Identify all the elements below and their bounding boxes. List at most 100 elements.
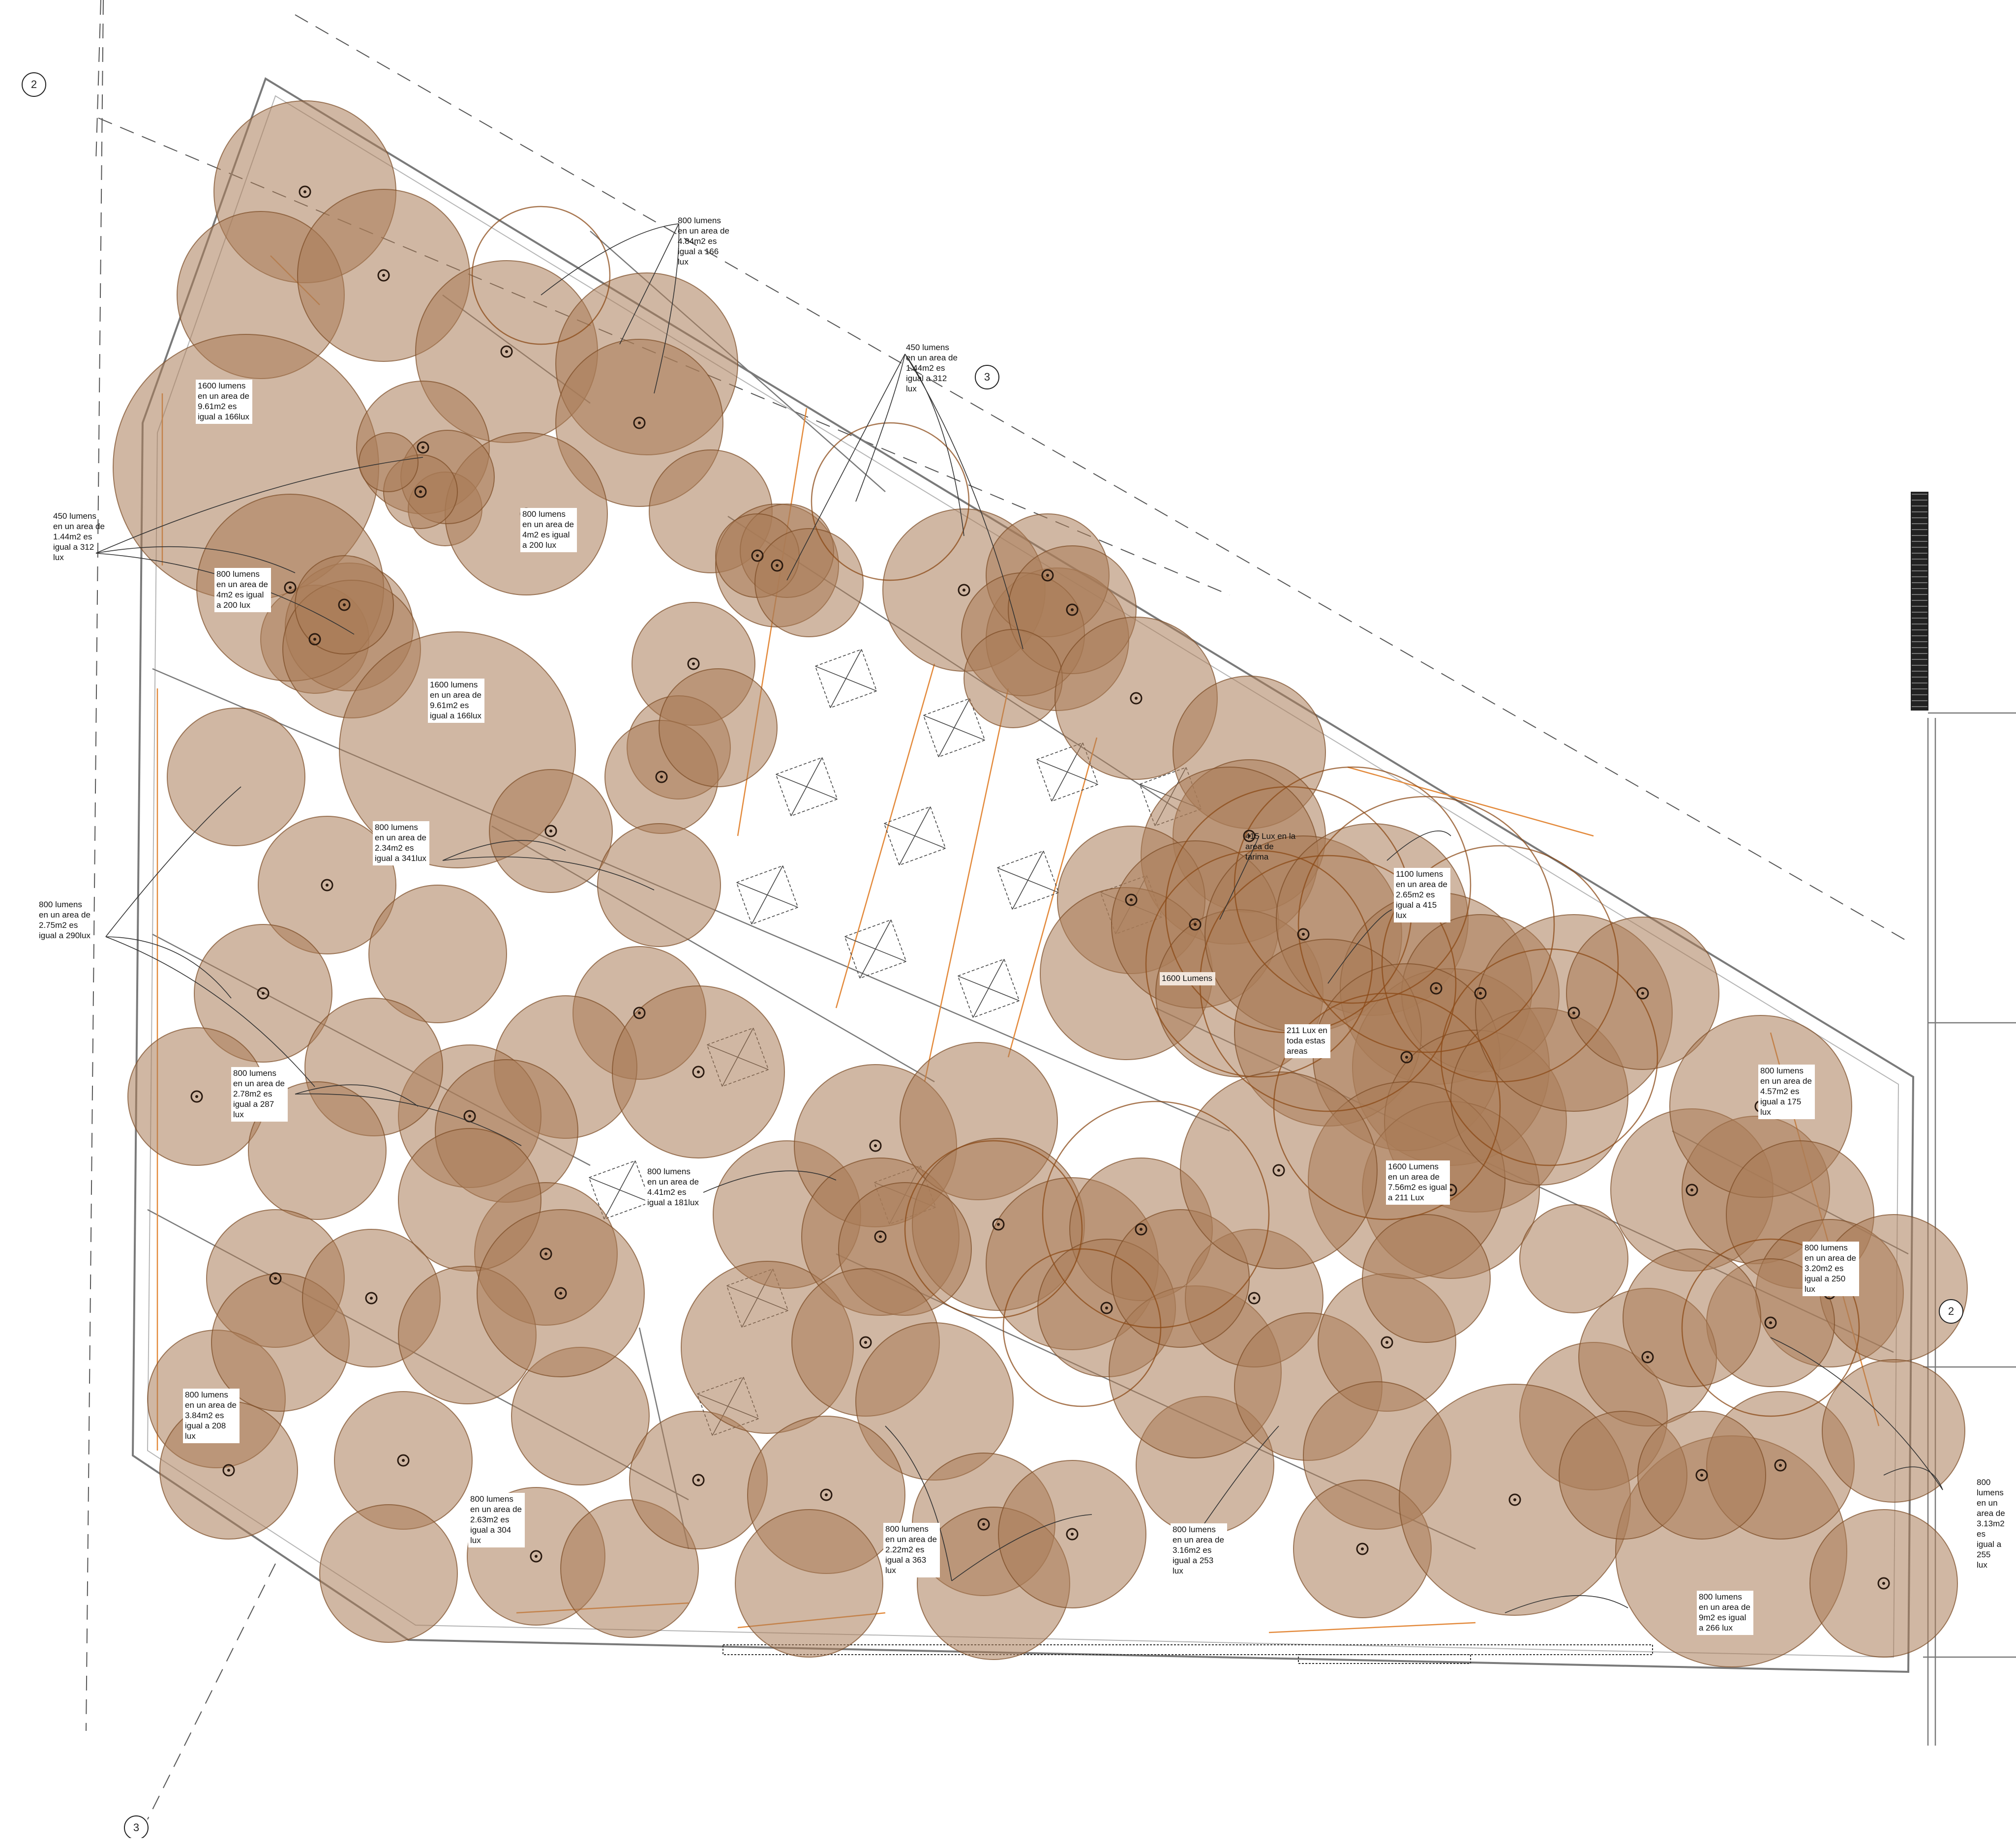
reference-line [86,0,104,1731]
light-fixture-center [1641,992,1644,995]
light-coverage [319,1504,458,1643]
section-marker-icon: 3 [133,1821,140,1834]
lux-annotation: 1600 lumens en un area de 9.61m2 es igua… [428,679,484,723]
light-coverage [1623,1248,1761,1387]
skylight-frame [957,958,1020,1018]
light-fixture-icon [692,1066,705,1078]
light-fixture-center [402,1459,405,1462]
light-coverage [735,1509,883,1658]
light-fixture-icon [1877,1577,1890,1590]
light-fixture-icon [222,1464,235,1477]
light-fixture-center [864,1341,867,1344]
lux-annotation: 800 lumens en un area de 2.22m2 es igual… [883,1523,940,1577]
light-fixture-center [195,1095,198,1098]
skylight-cross [899,806,931,865]
light-outline-rings [471,206,1860,1417]
light-fixture-center [692,662,695,665]
light-coverage [597,823,721,947]
light-fixture-center [326,884,329,887]
light-fixture-icon [1400,1051,1413,1064]
light-fixture-icon [1685,1184,1698,1196]
skylight-icon [996,850,1059,910]
skylight-icon [588,1160,651,1220]
leader-line [295,1084,419,1107]
skylight-icon [814,649,877,709]
skylight-frame [996,850,1059,910]
light-fixture-center [549,830,552,832]
leader-line [442,856,655,891]
light-fixture-icon [874,1230,887,1243]
lux-annotation: 415 Lux en la area de tarima [1245,831,1296,861]
light-fixture-icon [500,345,513,358]
light-fixture-icon [414,485,427,498]
light-fixture-center [262,992,265,995]
light-fixture-icon [1100,1302,1113,1314]
light-fixture-icon [1695,1469,1708,1482]
light-fixture-center [963,589,965,592]
leader-line [619,223,679,345]
light-fixture-icon [1248,1292,1261,1305]
light-fixture-center [421,446,424,449]
lux-annotation: 1600 lumens en un area de 9.61m2 es igua… [196,380,252,424]
light-ring [811,422,970,581]
light-fixture-center [1277,1169,1280,1172]
light-fixture-icon [530,1550,542,1563]
light-fixture-center [559,1292,562,1295]
lux-annotation: 800 lumens en un area de 2.78m2 es igual… [231,1067,288,1122]
light-ring [904,1140,1083,1319]
light-fixture-icon [1297,928,1310,941]
light-fixture-icon [977,1518,990,1531]
skylight-frame [588,1160,651,1220]
light-fixture-center [505,350,508,353]
light-fixture-center [1769,1321,1772,1324]
light-fixture-center [638,421,641,424]
light-fixture-center [1194,923,1197,926]
leader-line [703,1170,837,1193]
light-ring [1145,850,1373,1078]
light-fixture-icon [820,1488,833,1501]
light-ring [471,206,611,345]
leader-line [541,223,679,296]
light-fixture-icon [1641,1351,1654,1364]
light-fixture-center [756,554,759,557]
light-ring [1681,1238,1860,1417]
skylight-icon [775,757,838,817]
lux-annotation: 1100 lumens en un area de 2.65m2 es igua… [1394,868,1450,922]
skylight-icon [736,865,799,925]
light-fixture-icon [554,1287,567,1300]
light-fixture-center [1405,1056,1408,1059]
light-fixture-center [382,274,385,277]
light-fixture-center [289,586,292,589]
skylight-frame [844,919,907,979]
skylight-cross [830,649,862,708]
leader-line [786,354,905,581]
reference-line [147,1563,276,1820]
light-fixture-icon [284,581,297,594]
light-fixture-icon [958,584,970,596]
light-fixture-icon [1636,987,1649,1000]
skylight-cross [972,959,1005,1018]
light-fixture-center [825,1493,828,1496]
leader-line [1883,1466,1943,1490]
leader-line [105,936,315,1087]
light-fixture-center [638,1011,641,1014]
light-fixture-center [370,1297,373,1300]
skylight-frame [775,757,838,817]
light-fixture-center [419,490,422,493]
reference-line [95,0,101,163]
light-fixture-icon [1567,1007,1580,1019]
light-fixture-icon [1066,603,1079,616]
light-fixture-icon [377,269,390,282]
light-fixture-center [1513,1498,1516,1501]
window-strip [1298,1654,1471,1664]
light-fixture-icon [1764,1316,1777,1329]
light-fixture-icon [1508,1493,1521,1506]
light-fixture-icon [1774,1459,1787,1472]
skylight-cross [603,1160,636,1219]
skylight-cross [859,920,892,979]
leader-line [654,223,680,394]
leader-line [1219,835,1260,920]
light-fixture-center [697,1070,700,1073]
skylight-cross [751,865,783,924]
